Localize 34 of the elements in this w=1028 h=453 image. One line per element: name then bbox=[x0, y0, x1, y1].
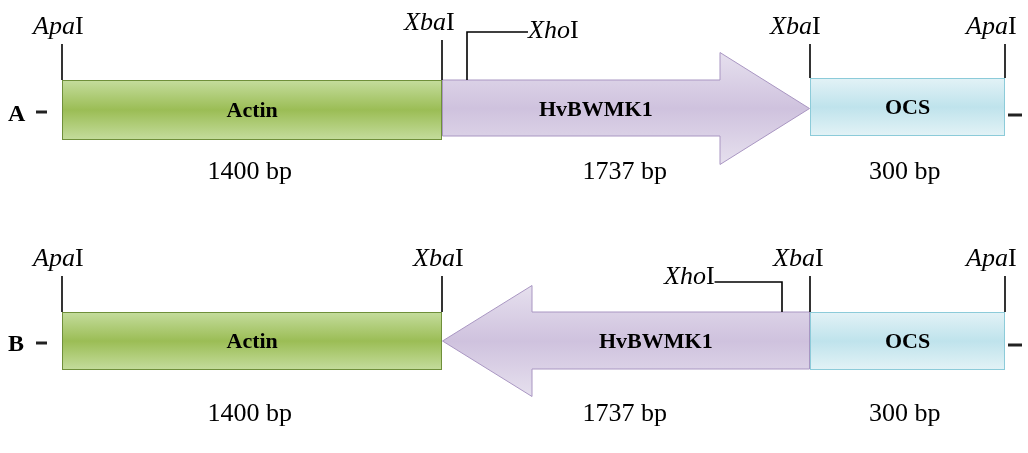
leader-line bbox=[61, 43, 63, 81]
size-label: 1737 bp bbox=[582, 156, 667, 186]
size-label: 300 bp bbox=[869, 156, 941, 186]
leader-line bbox=[441, 39, 443, 81]
restriction-site-label: ApaI bbox=[33, 12, 84, 40]
leader-line bbox=[713, 281, 783, 313]
size-label: 1400 bp bbox=[207, 398, 292, 428]
restriction-site-label: XbaI bbox=[770, 12, 821, 40]
leader-line bbox=[1004, 275, 1006, 313]
panel-letter: B bbox=[8, 330, 24, 357]
restriction-site-label: ApaI bbox=[966, 244, 1017, 272]
leader-line bbox=[441, 275, 443, 313]
restriction-site-label: XbaI bbox=[404, 8, 455, 36]
gene-name: HvBWMK1 bbox=[539, 95, 653, 122]
restriction-site-label: XhoI bbox=[528, 16, 579, 44]
leader-line bbox=[809, 275, 811, 313]
size-label: 1737 bp bbox=[582, 398, 667, 428]
leader-line bbox=[61, 275, 63, 313]
size-label: 1400 bp bbox=[207, 156, 292, 186]
gene-name: OCS bbox=[885, 328, 931, 354]
panel-letter: A bbox=[8, 100, 26, 127]
size-label: 300 bp bbox=[869, 398, 941, 428]
gene-name: Actin bbox=[226, 328, 278, 354]
leader-line bbox=[1004, 43, 1006, 79]
gene-name: Actin bbox=[226, 97, 278, 123]
gene-name: HvBWMK1 bbox=[599, 328, 713, 354]
leader-line bbox=[466, 31, 529, 81]
restriction-site-label: ApaI bbox=[33, 244, 84, 272]
gene-name: OCS bbox=[885, 94, 931, 120]
restriction-site-label: XbaI bbox=[773, 244, 824, 272]
restriction-site-label: XhoI bbox=[664, 262, 715, 290]
leader-line bbox=[809, 43, 811, 79]
restriction-site-label: XbaI bbox=[413, 244, 464, 272]
restriction-site-label: ApaI bbox=[966, 12, 1017, 40]
